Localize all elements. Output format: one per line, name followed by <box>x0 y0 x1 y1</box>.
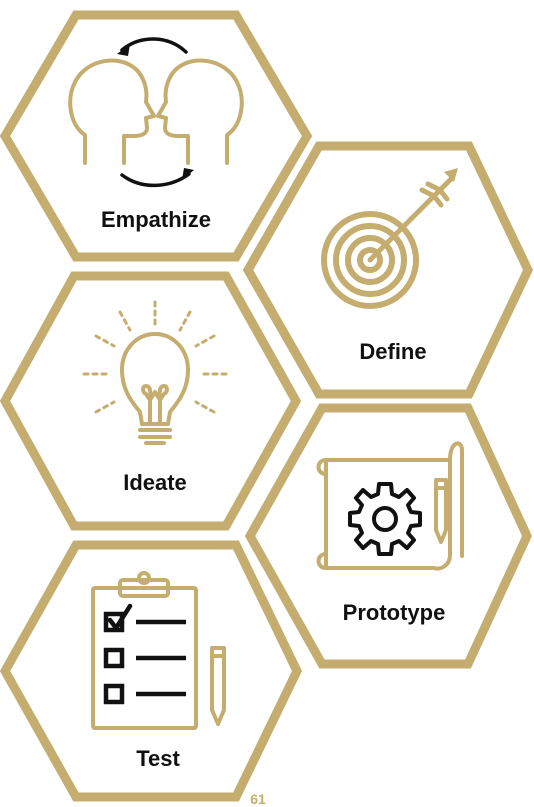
two-heads-exchange-icon <box>68 37 244 188</box>
stage-label-prototype: Prototype <box>343 600 446 625</box>
gear-blueprint-icon <box>316 441 464 571</box>
hex-define <box>242 141 533 399</box>
stage-label-define: Define <box>359 339 426 364</box>
stage-label-test: Test <box>136 746 180 771</box>
page-number: 61 <box>250 791 266 807</box>
hex-ideate <box>0 271 302 531</box>
target-with-arrow-icon <box>321 168 458 309</box>
hex-prototype <box>244 403 532 669</box>
stage-label-ideate: Ideate <box>123 470 187 495</box>
stage-label-empathize: Empathize <box>101 207 211 232</box>
clipboard-checklist-icon <box>91 571 226 730</box>
lightbulb-icon <box>82 300 228 445</box>
hex-empathize <box>0 10 313 262</box>
hex-test <box>0 540 302 802</box>
